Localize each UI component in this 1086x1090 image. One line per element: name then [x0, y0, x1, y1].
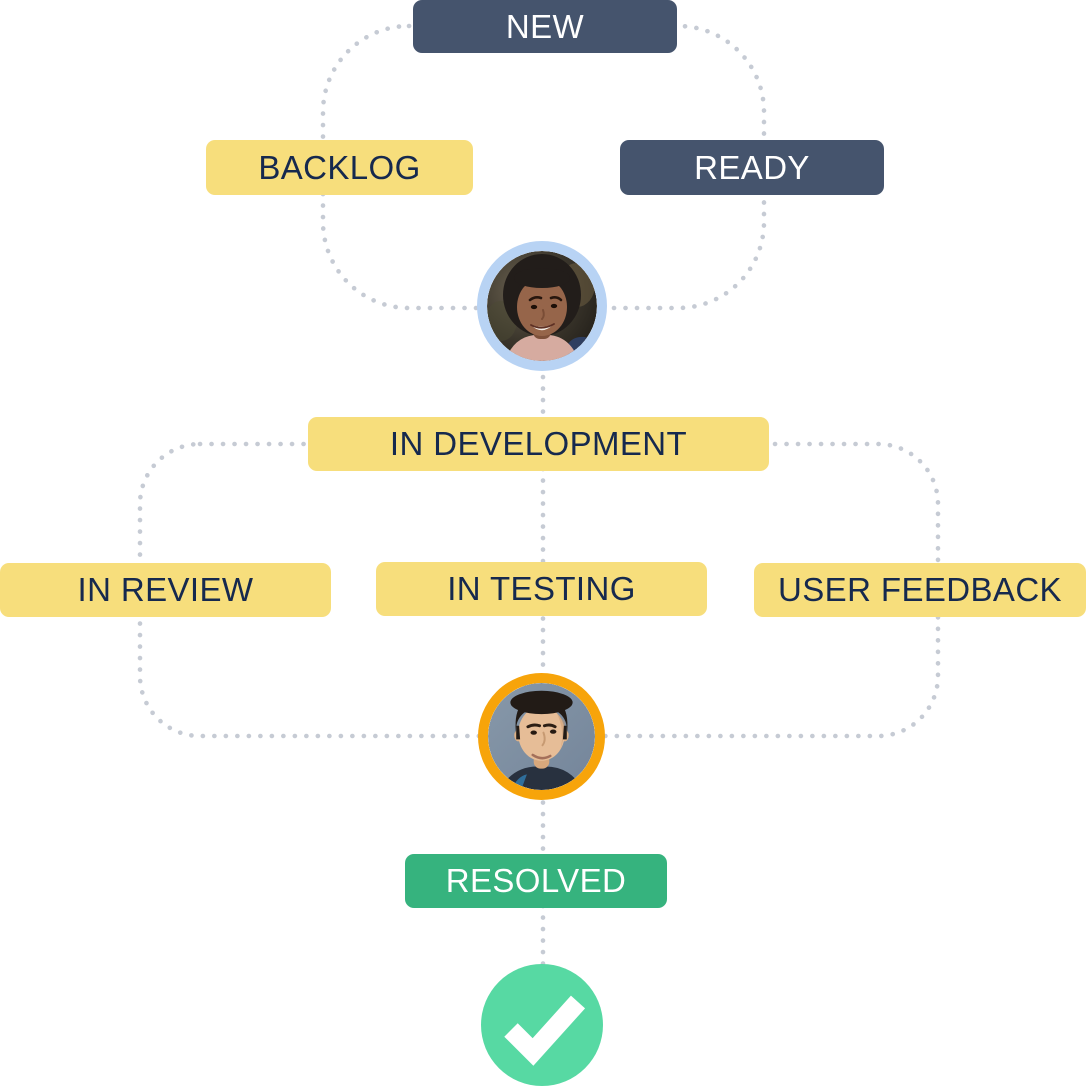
status-badge-in-testing: IN TESTING [376, 562, 707, 616]
success-check-circle [481, 964, 603, 1086]
man-avatar-icon [488, 683, 595, 790]
status-badge-backlog: BACKLOG [206, 140, 473, 195]
status-badge-resolved: RESOLVED [405, 854, 667, 908]
status-badge-user-feedback: USER FEEDBACK [754, 563, 1086, 617]
status-badge-new: NEW [413, 0, 677, 53]
woman-avatar-icon [487, 251, 597, 361]
checkmark-icon [504, 995, 586, 1066]
avatar-woman [477, 241, 607, 371]
status-badge-ready: READY [620, 140, 884, 195]
status-badge-in-review: IN REVIEW [0, 563, 331, 617]
status-badge-in-development: IN DEVELOPMENT [308, 417, 769, 471]
avatar-man [478, 673, 605, 800]
